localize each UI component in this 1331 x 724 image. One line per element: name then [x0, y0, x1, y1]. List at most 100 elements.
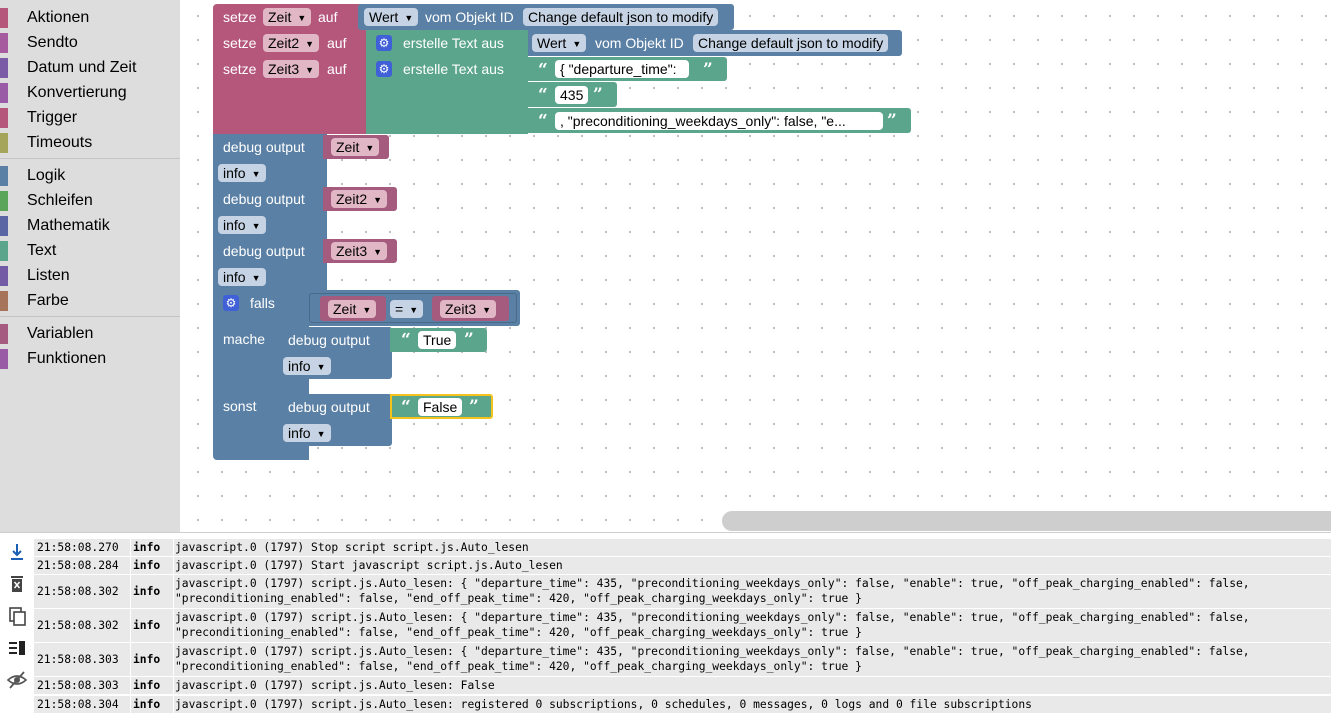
debug-output-label: debug output [223, 139, 305, 155]
category-color-bar [0, 83, 8, 103]
debug-output-label: debug output [288, 399, 370, 415]
create-text-block[interactable] [366, 56, 528, 134]
filter-lines-icon[interactable] [6, 637, 28, 659]
toolbox-category-trigger[interactable]: Trigger [0, 106, 180, 130]
dropdown-value: info [288, 425, 311, 441]
category-color-bar [0, 216, 8, 236]
gear-icon[interactable]: ⚙ [223, 295, 239, 311]
value-type-dropdown[interactable]: Wert▼ [532, 34, 587, 52]
toolbox-category-schleifen[interactable]: Schleifen [0, 189, 180, 213]
variable-dropdown[interactable]: Zeit3 ▼ [440, 300, 497, 318]
clear-log-icon[interactable] [6, 573, 28, 595]
operator-dropdown[interactable]: =▼ [390, 300, 424, 318]
debug-output-label: debug output [223, 243, 305, 259]
log-severity: info [131, 643, 173, 676]
dropdown-value: Wert [369, 9, 399, 25]
text-field[interactable]: False [418, 398, 463, 416]
dropdown-value: Zeit3 [445, 301, 477, 317]
category-color-bar [0, 266, 8, 286]
text-field[interactable]: 435 [555, 86, 589, 104]
dropdown-value: info [223, 165, 246, 181]
toolbox-category-sendto[interactable]: Sendto [0, 31, 180, 55]
close-quote-icon: ” [887, 111, 897, 131]
dropdown-value: Zeit2 [336, 191, 368, 207]
log-severity: info [131, 557, 173, 574]
log-row: 21:58:08.270 info javascript.0 (1797) St… [34, 539, 1331, 556]
toolbox-category-text[interactable]: Text [0, 239, 180, 263]
text-field[interactable]: { "departure_time": [555, 60, 689, 78]
text-field[interactable]: True [418, 331, 457, 349]
toolbox-category-variablen[interactable]: Variablen [0, 322, 180, 346]
variable-dropdown[interactable]: Zeit2▼ [263, 34, 320, 52]
log-message: javascript.0 (1797) script.js.Auto_lesen… [174, 643, 1331, 676]
toolbox-separator [0, 316, 180, 317]
variable-dropdown[interactable]: Zeit▼ [263, 8, 312, 26]
log-time: 21:58:08.302 [34, 575, 130, 608]
toolbox-category-funktionen[interactable]: Funktionen [0, 347, 180, 371]
category-label: Listen [27, 267, 70, 284]
log-level-dropdown[interactable]: info▼ [218, 268, 266, 286]
log-severity: info [131, 609, 173, 642]
variable-dropdown[interactable]: Zeit▼ [328, 300, 377, 318]
chevron-down-icon: ▼ [305, 65, 315, 75]
toolbox-category-logik[interactable]: Logik [0, 164, 180, 188]
object-id-field[interactable]: Change default json to modify [693, 34, 889, 52]
category-label: Logik [27, 167, 66, 184]
chevron-down-icon: ▼ [572, 39, 582, 49]
toolbox-category-listen[interactable]: Listen [0, 264, 180, 288]
text-field[interactable]: , "preconditioning_weekdays_only": false… [555, 112, 883, 130]
chevron-down-icon: ▼ [373, 247, 383, 257]
category-label: Text [27, 242, 57, 259]
close-quote-icon: ” [464, 330, 474, 350]
category-label: Konvertierung [27, 84, 127, 101]
log-severity: info [131, 575, 173, 608]
value-type-dropdown[interactable]: Wert▼ [364, 8, 419, 26]
gear-icon[interactable]: ⚙ [376, 61, 392, 77]
variable-dropdown[interactable]: Zeit3 ▼ [331, 242, 388, 260]
blockly-toolbox: Aktionen Sendto Datum und Zeit Konvertie… [0, 0, 180, 532]
chevron-down-icon: ▼ [409, 305, 419, 315]
dropdown-value: info [223, 269, 246, 285]
variable-dropdown[interactable]: Zeit3▼ [263, 60, 320, 78]
log-level-dropdown[interactable]: info▼ [283, 424, 331, 442]
blockly-workspace[interactable]: setze Zeit▼ auf Wert▼ vom Objekt ID Chan… [180, 0, 1331, 532]
horizontal-scrollbar[interactable] [722, 511, 1331, 531]
toolbox-category-timeouts[interactable]: Timeouts [0, 131, 180, 155]
dropdown-value: Zeit3 [336, 243, 368, 259]
toolbox-category-datum-und-zeit[interactable]: Datum und Zeit [0, 56, 180, 80]
erstelle-text-aus-label: erstelle Text aus [403, 35, 504, 51]
setze-label: setze [223, 35, 257, 51]
toolbox-category-mathematik[interactable]: Mathematik [0, 214, 180, 238]
chevron-down-icon: ▼ [482, 305, 492, 315]
auf-label: auf [327, 35, 347, 51]
scroll-to-bottom-icon[interactable] [6, 541, 28, 563]
toolbox-category-farbe[interactable]: Farbe [0, 289, 180, 313]
setze-label: setze [223, 9, 257, 25]
chevron-down-icon: ▼ [305, 39, 315, 49]
hide-eye-icon[interactable] [6, 669, 28, 691]
category-label: Trigger [27, 109, 78, 126]
gear-icon[interactable]: ⚙ [376, 35, 392, 51]
log-time: 21:58:08.302 [34, 609, 130, 642]
category-color-bar [0, 324, 8, 344]
variable-dropdown[interactable]: Zeit2▼ [331, 190, 388, 208]
toolbox-category-konvertierung[interactable]: Konvertierung [0, 81, 180, 105]
auf-label: auf [318, 9, 338, 25]
log-toolbar [0, 533, 34, 724]
log-level-dropdown[interactable]: info▼ [283, 357, 331, 375]
create-text-block[interactable] [366, 30, 528, 56]
log-time: 21:58:08.304 [34, 696, 130, 713]
category-color-bar [0, 349, 8, 369]
category-label: Funktionen [27, 350, 107, 367]
variable-dropdown[interactable]: Zeit▼ [331, 138, 380, 156]
log-level-dropdown[interactable]: info▼ [218, 216, 266, 234]
log-level-dropdown[interactable]: info▼ [218, 164, 266, 182]
toolbox-category-aktionen[interactable]: Aktionen [0, 6, 180, 30]
dropdown-value: = [395, 301, 404, 317]
copy-icon[interactable] [6, 605, 28, 627]
dropdown-value: Zeit [336, 139, 360, 155]
object-id-field[interactable]: Change default json to modify [523, 8, 719, 26]
auf-label: auf [327, 61, 347, 77]
log-message: javascript.0 (1797) script.js.Auto_lesen… [174, 696, 1331, 713]
category-label: Sendto [27, 34, 78, 51]
